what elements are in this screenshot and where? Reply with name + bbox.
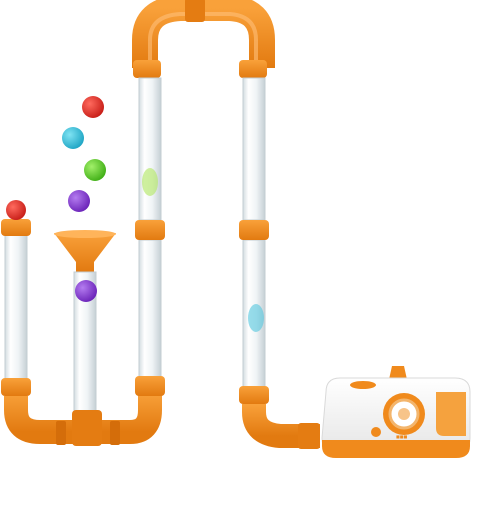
t-junction: [72, 410, 102, 446]
green-ball-motion-blur: [142, 168, 158, 196]
tall-left-bottom-connector: [135, 376, 165, 396]
bottom-mid-coupler: [110, 421, 120, 445]
purple-ball: [68, 190, 90, 212]
left-top-connector: [133, 60, 161, 78]
tall-left-mid-connector: [135, 220, 165, 240]
blower-top-hole: [350, 381, 376, 389]
tall-right-tube-upper: [242, 77, 266, 221]
blower-base-stripe: [322, 440, 470, 458]
cyan-ball: [62, 127, 84, 149]
funnel: [54, 233, 116, 272]
blower-inlet-coupler: [298, 423, 320, 449]
purple-ball-in-tube: [75, 280, 97, 302]
short-left-bottom-connector: [1, 378, 31, 396]
short-left-top-connector: [1, 219, 31, 236]
tall-left-tube-upper: [138, 77, 162, 221]
red-ball-on-tube: [6, 200, 26, 220]
blower-brand-mark: ■■■: [396, 434, 408, 439]
bottom-right-pipe: [242, 404, 320, 448]
tall-left-tube-lower: [138, 239, 162, 379]
green-ball: [84, 159, 106, 181]
tall-right-mid-connector: [239, 220, 269, 240]
bottom-left-coupler: [56, 421, 66, 445]
cyan-ball-motion-blur: [248, 304, 264, 332]
top-arch-coupler: [185, 0, 205, 22]
right-top-connector: [239, 60, 267, 78]
short-left-tube: [4, 231, 28, 381]
blower-side-panel: [436, 392, 466, 436]
blower-power-button: [371, 427, 381, 437]
tall-right-bottom-connector: [239, 386, 269, 404]
red-ball: [82, 96, 104, 118]
